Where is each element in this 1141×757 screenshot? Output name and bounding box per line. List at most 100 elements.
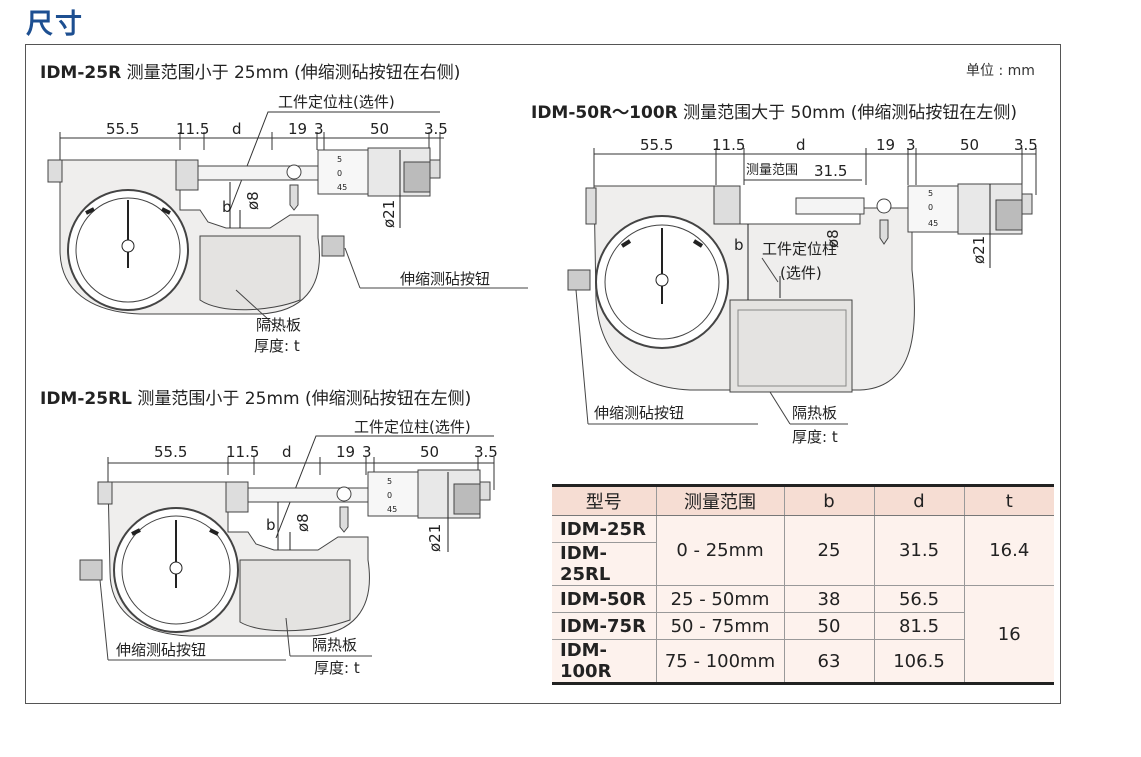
micrometer-body-rl — [79, 469, 491, 661]
workpiece-stop-label: 工件定位柱(选件) — [278, 93, 395, 111]
dim-55-5: 55.5 — [640, 136, 673, 154]
cell-d: 106.5 — [873, 639, 964, 685]
b-label: b — [266, 516, 276, 534]
cell-range: 75 - 100mm — [655, 639, 784, 685]
range-label: 测量范围 — [746, 163, 798, 178]
header-b: b — [783, 484, 874, 516]
dim-3: 3 — [362, 443, 372, 461]
micrometer-body — [47, 147, 528, 331]
cell-b: 38 — [783, 585, 874, 613]
table-header-row: 型号 测量范围 b d t — [552, 484, 1054, 516]
dia21-label: ø21 — [970, 236, 988, 264]
dim-55-5: 55.5 — [154, 443, 187, 461]
thickness-label: 厚度: t — [792, 428, 838, 446]
dim-d: d — [282, 443, 292, 461]
scale-45: 45 — [928, 219, 938, 228]
spec-table: 型号 测量范围 b d t IDM-25R 0 - 25mm 25 31.5 1… — [552, 484, 1054, 685]
page-title: 尺寸 — [26, 9, 84, 40]
cell-range: 50 - 75mm — [655, 612, 784, 640]
dim-19: 19 — [336, 443, 355, 461]
cell-t: 16 — [963, 585, 1054, 685]
drawing-idm-25rl: 55.5 11.5 d 19 3 50 3.5 工件定位柱(选件) b ø8 ø… — [79, 418, 498, 677]
heading-desc: 测量范围小于 25mm (伸缩测砧按钮在左侧) — [137, 389, 472, 409]
unit-label: 单位 : mm — [966, 63, 1035, 79]
dim-3-5: 3.5 — [474, 443, 498, 461]
table-row: IDM-100R 75 - 100mm 63 106.5 — [552, 639, 1054, 685]
heading-desc: 测量范围大于 50mm (伸缩测砧按钮在左侧) — [683, 103, 1017, 123]
cell-range: 25 - 50mm — [655, 585, 784, 613]
scale-0: 0 — [928, 203, 933, 212]
heading-desc: 测量范围小于 25mm (伸缩测砧按钮在右侧) — [126, 63, 461, 83]
thickness-label: 厚度: t — [314, 659, 360, 677]
header-t: t — [963, 484, 1054, 516]
table-row: IDM-50R 25 - 50mm 38 56.5 16 — [552, 585, 1054, 685]
dim-3-5: 3.5 — [1014, 136, 1038, 154]
thickness-label: 厚度: t — [254, 337, 300, 355]
heat-plate-label: 隔热板 — [256, 316, 301, 334]
range-value: 31.5 — [814, 162, 847, 180]
button-label: 伸缩测砧按钮 — [400, 270, 490, 288]
workpiece-stop-label: 工件定位柱(选件) — [354, 418, 471, 436]
heading-idm-25r: IDM-25R 测量范围小于 25mm (伸缩测砧按钮在右侧) — [40, 58, 460, 83]
table-row: IDM-75R 50 - 75mm 50 81.5 — [552, 612, 1054, 640]
button-label: 伸缩测砧按钮 — [594, 404, 684, 422]
dim-11-5: 11.5 — [176, 120, 209, 138]
heat-plate-label: 隔热板 — [312, 636, 357, 654]
cell-model: IDM-100R — [552, 639, 656, 685]
scale-5: 5 — [928, 189, 933, 198]
cell-model: IDM-50R — [552, 585, 656, 613]
cell-b: 50 — [783, 612, 874, 640]
scale-5: 5 — [337, 155, 342, 164]
button-label: 伸缩测砧按钮 — [116, 641, 206, 659]
scale-45: 45 — [337, 183, 347, 192]
cell-d: 81.5 — [873, 612, 964, 640]
cell-range: 0 - 25mm — [655, 515, 784, 586]
drawing-idm-50r-100r: 55.5 11.5 d 19 3 50 3.5 测量范围 31.5 工件定位柱 … — [567, 136, 1038, 446]
dimensions-frame — [25, 44, 1061, 704]
header-range: 测量范围 — [655, 484, 784, 516]
heat-plate-label: 隔热板 — [792, 404, 837, 422]
dim-19: 19 — [288, 120, 307, 138]
dim-3: 3 — [906, 136, 916, 154]
dim-19: 19 — [876, 136, 895, 154]
header-d: d — [873, 484, 964, 516]
micrometer-body-large — [567, 183, 1033, 425]
dim-11-5: 11.5 — [226, 443, 259, 461]
cell-b: 63 — [783, 639, 874, 685]
dim-d: d — [232, 120, 242, 138]
dia8-label: ø8 — [824, 229, 842, 248]
dim-11-5: 11.5 — [712, 136, 745, 154]
heading-idm-25rl: IDM-25RL 测量范围小于 25mm (伸缩测砧按钮在左侧) — [40, 384, 471, 409]
b-label: b — [222, 198, 232, 216]
workpiece-stop-label-2: (选件) — [780, 264, 822, 282]
scale-0: 0 — [387, 491, 392, 500]
cell-model: IDM-75R — [552, 612, 656, 640]
heading-model: IDM-25RL — [40, 389, 132, 409]
dim-3: 3 — [314, 120, 324, 138]
scale-5: 5 — [387, 477, 392, 486]
scale-0: 0 — [337, 169, 342, 178]
cell-b: 25 — [783, 515, 874, 586]
dim-50: 50 — [420, 443, 439, 461]
heading-model: IDM-50R～100R — [531, 103, 678, 123]
dia21-label: ø21 — [426, 524, 444, 552]
dia8-label: ø8 — [294, 513, 312, 532]
workpiece-stop-label-1: 工件定位柱 — [762, 240, 837, 258]
dim-3-5: 3.5 — [424, 120, 448, 138]
dia21-label: ø21 — [380, 200, 398, 228]
dim-50: 50 — [370, 120, 389, 138]
header-model: 型号 — [552, 484, 656, 516]
heading-model: IDM-25R — [40, 63, 122, 83]
dim-55-5: 55.5 — [106, 120, 139, 138]
scale-45: 45 — [387, 505, 397, 514]
cell-d: 31.5 — [873, 515, 964, 586]
table-row: IDM-25RL — [552, 542, 1054, 586]
dia8-label: ø8 — [244, 191, 262, 210]
b-label: b — [734, 236, 744, 254]
drawing-idm-25r: 55.5 11.5 d 19 3 50 3.5 工件定位柱(选件) b ø8 ø… — [47, 93, 528, 355]
cell-d: 56.5 — [873, 585, 964, 613]
dim-50: 50 — [960, 136, 979, 154]
cell-model: IDM-25RL — [552, 542, 656, 586]
table-row: IDM-25R 0 - 25mm 25 31.5 16.4 — [552, 515, 1054, 586]
dim-d: d — [796, 136, 806, 154]
